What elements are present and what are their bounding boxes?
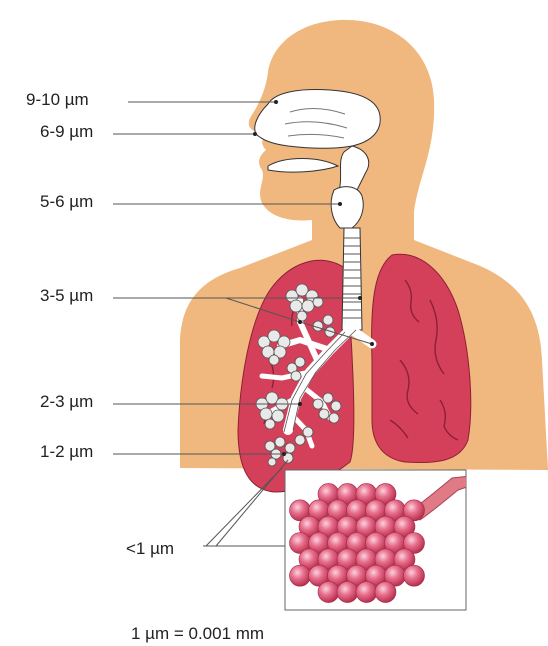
alveolus <box>356 582 377 603</box>
larynx <box>331 187 363 228</box>
body-silhouette <box>180 20 548 470</box>
label-less-than-1-um: <1 µm <box>126 540 174 557</box>
alveoli-inset <box>285 470 470 610</box>
alveolus <box>375 582 396 603</box>
label-2-3-um: 2-3 µm <box>40 393 93 410</box>
alveolus <box>337 582 358 603</box>
alveolus <box>404 565 425 586</box>
inset-link-a <box>206 468 282 546</box>
label-3-5-um: 3-5 µm <box>40 287 93 304</box>
label-5-6-um: 5-6 µm <box>40 193 93 210</box>
label-9-10-um: 9-10 µm <box>26 91 89 108</box>
alveolus <box>290 565 311 586</box>
nasal-cavity <box>255 90 380 149</box>
label-6-9-um: 6-9 µm <box>40 123 93 140</box>
label-1-2-um: 1-2 µm <box>40 443 93 460</box>
trachea <box>342 228 362 330</box>
unit-footnote: 1 µm = 0.001 mm <box>131 625 264 642</box>
alveolus <box>318 582 339 603</box>
